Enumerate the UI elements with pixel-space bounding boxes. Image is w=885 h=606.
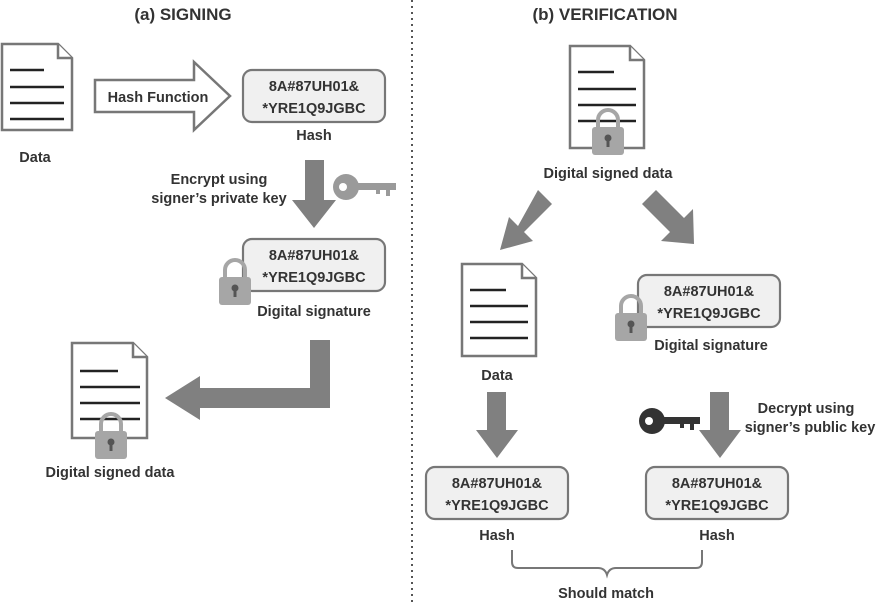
lock-icon (615, 294, 647, 341)
verification-title: (b) VERIFICATION (532, 5, 677, 24)
verification-hash-box-right: 8A#87UH01& *YRE1Q9JGBC (644, 465, 790, 521)
encrypt-label-line2: signer’s private key (151, 191, 286, 207)
hash-value-line1: 8A#87UH01& (269, 79, 360, 95)
signature-value-line2: *YRE1Q9JGBC (657, 306, 761, 322)
data-document-icon (0, 42, 74, 132)
signature-value-line2: *YRE1Q9JGBC (262, 270, 366, 286)
public-key-icon (639, 408, 700, 434)
hash-function-label: Hash Function (108, 90, 209, 106)
hash-value-line2: *YRE1Q9JGBC (665, 498, 769, 514)
signing-signature-box: 8A#87UH01& *YRE1Q9JGBC (241, 237, 387, 293)
hash-value-line1: 8A#87UH01& (672, 476, 763, 492)
signed-document-icon (70, 341, 149, 440)
encrypt-label-line1: Encrypt using (171, 172, 268, 188)
verification-hash-right-label: Hash (699, 528, 734, 544)
signing-hash-box: 8A#87UH01& *YRE1Q9JGBC (241, 68, 387, 124)
encrypt-arrow (292, 160, 336, 228)
hash-value-line1: 8A#87UH01& (452, 476, 543, 492)
verification-signature-label: Digital signature (654, 338, 768, 354)
decrypt-label-line1: Decrypt using (758, 401, 855, 417)
verification-signed-data-label: Digital signed data (544, 166, 674, 182)
signing-signed-data-label: Digital signed data (46, 465, 176, 481)
verification-data-document-icon (460, 262, 538, 358)
lock-icon (592, 108, 624, 155)
signing-hash-label: Hash (296, 128, 331, 144)
verification-signed-document-icon (568, 44, 646, 150)
should-match-label: Should match (558, 586, 654, 602)
signature-value-line1: 8A#87UH01& (269, 248, 360, 264)
hash-function-arrow (93, 59, 232, 133)
hash-value-line2: *YRE1Q9JGBC (445, 498, 549, 514)
hash-value-line2: *YRE1Q9JGBC (262, 101, 366, 117)
signing-data-label: Data (19, 150, 51, 166)
verification-hash-box-left: 8A#87UH01& *YRE1Q9JGBC (424, 465, 570, 521)
split-arrow-left (500, 190, 552, 250)
match-bracket (511, 550, 703, 579)
decrypt-down-arrow (699, 392, 741, 458)
signature-value-line1: 8A#87UH01& (664, 284, 755, 300)
verification-hash-left-label: Hash (479, 528, 514, 544)
verification-signature-box: 8A#87UH01& *YRE1Q9JGBC (636, 273, 782, 329)
lock-icon (219, 258, 251, 305)
split-arrow-right (642, 190, 694, 244)
private-key-icon (333, 174, 396, 200)
verification-data-label: Data (481, 368, 513, 384)
decrypt-label-line2: signer’s public key (745, 420, 876, 436)
attach-signature-arrow (165, 340, 330, 420)
signing-signature-label: Digital signature (257, 304, 371, 320)
signing-title: (a) SIGNING (134, 5, 231, 24)
hash-down-arrow (476, 392, 518, 458)
lock-icon (95, 412, 127, 459)
